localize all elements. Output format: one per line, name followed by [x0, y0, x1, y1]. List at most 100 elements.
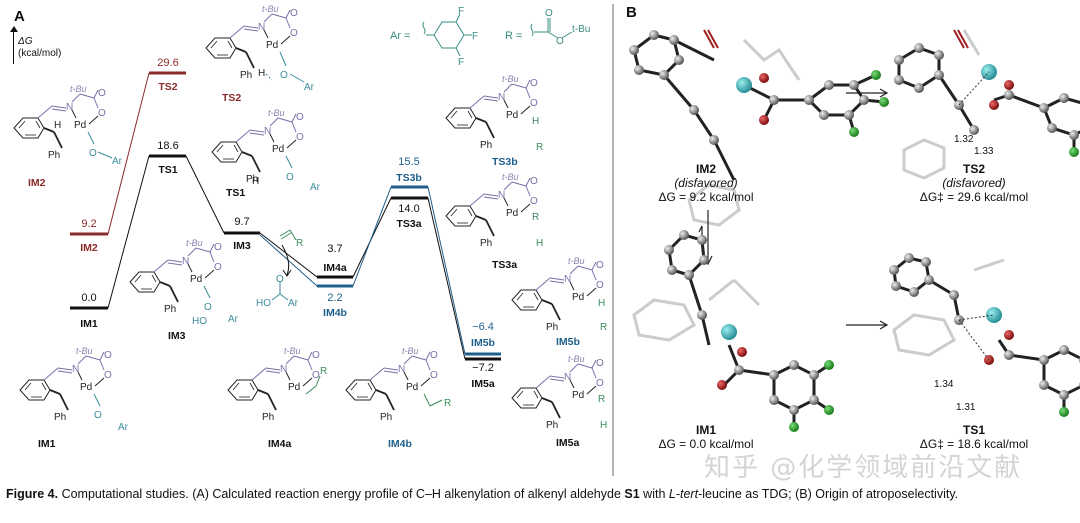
- structure-im3: O HO Ar: [130, 238, 239, 327]
- structure-ts1: O Ar H: [212, 108, 321, 193]
- level-value-im4b: 2.2: [327, 292, 343, 304]
- level-value-im5a: −7.2: [472, 362, 494, 374]
- level-value-im4a: 3.7: [327, 243, 343, 255]
- level-name-im1: IM1: [80, 318, 98, 330]
- model-ts1: 1.34 1.31: [889, 253, 1080, 417]
- svg-text:R: R: [536, 142, 543, 153]
- structure-im5a: R H: [512, 354, 607, 431]
- structure-ts3a: R H: [446, 172, 543, 249]
- caption-ts1: TS1 ΔG‡ = 18.6 kcal/mol: [919, 423, 1029, 451]
- caption-im2: IM2 (disfavored) ΔG = 9.2 kcal/mol: [658, 162, 754, 204]
- level-value-ts1: 18.6: [157, 140, 179, 152]
- level-value-ts2: 29.6: [157, 57, 179, 69]
- svg-text:HO: HO: [192, 316, 207, 327]
- level-name-im5b: IM5b: [471, 337, 495, 349]
- structure-im1: O Ar: [20, 346, 129, 433]
- svg-text:O: O: [280, 70, 288, 81]
- panel-b-letter: B: [626, 4, 637, 21]
- structure-label-im3: IM3: [168, 330, 186, 342]
- level-name-im3: IM3: [233, 240, 251, 252]
- energy-profile-plot: [70, 71, 501, 361]
- svg-text:Ar: Ar: [112, 156, 123, 167]
- svg-text:R: R: [320, 366, 327, 377]
- structure-ts3b: H R: [446, 74, 543, 153]
- level-value-im3: 9.7: [234, 216, 250, 228]
- svg-text:Ar: Ar: [118, 422, 129, 433]
- level-name-im5a: IM5a: [471, 378, 495, 390]
- structure-im2: O Ar H: [14, 84, 123, 167]
- structure-label-im4a: IM4a: [268, 438, 292, 450]
- structure-ts2: O Ar H: [206, 4, 315, 93]
- model-im2: [629, 29, 889, 227]
- svg-text:O: O: [545, 8, 553, 19]
- svg-text:1.34: 1.34: [934, 379, 954, 390]
- structure-label-ts1: TS1: [226, 187, 245, 199]
- level-value-im2: 9.2: [81, 218, 97, 230]
- level-name-ts1: TS1: [158, 164, 178, 176]
- structure-label-ts3b: TS3b: [492, 156, 518, 168]
- svg-text:R: R: [532, 212, 539, 223]
- svg-text:O: O: [276, 274, 284, 285]
- structure-label-im1: IM1: [38, 438, 56, 450]
- caption-im1: IM1 ΔG = 0.0 kcal/mol: [658, 423, 754, 451]
- svg-text:O: O: [94, 410, 102, 421]
- watermark: 知乎 @化学领域前沿文献: [704, 453, 1023, 483]
- svg-text:R: R: [600, 322, 607, 333]
- y-axis-label-units: (kcal/mol): [18, 48, 62, 59]
- level-value-im1: 0.0: [81, 292, 97, 304]
- panel-divider: [612, 4, 614, 476]
- structure-im4a: R: [228, 346, 327, 423]
- structure-label-im2: IM2: [28, 177, 46, 189]
- svg-text:F: F: [458, 6, 464, 17]
- structure-im5b: H R: [512, 256, 607, 333]
- svg-text:Ar: Ar: [304, 82, 315, 93]
- svg-text:1.33: 1.33: [974, 146, 994, 157]
- svg-text:Ar: Ar: [228, 314, 239, 325]
- structure-im4b: R: [346, 346, 451, 423]
- svg-text:Ar: Ar: [310, 182, 321, 193]
- level-name-ts3a: TS3a: [396, 218, 422, 230]
- svg-text:H: H: [598, 298, 605, 309]
- svg-text:O: O: [556, 36, 564, 46]
- svg-text:1.32: 1.32: [954, 134, 974, 145]
- svg-text:HO: HO: [256, 298, 271, 309]
- structure-label-ts3a: TS3a: [492, 259, 517, 271]
- level-name-im4b: IM4b: [323, 307, 347, 319]
- chemical-structures: N Pd O O t-Bu Ph O Ar H IM2 O Ar H TS2 O…: [0, 0, 607, 450]
- svg-text:H: H: [532, 116, 539, 127]
- r-tbu-ester-icon: O O t-Bu: [530, 8, 590, 46]
- level-name-im2: IM2: [80, 242, 98, 254]
- svg-text:F: F: [458, 57, 464, 66]
- svg-text:H: H: [600, 420, 607, 431]
- level-value-im5b: −6.4: [472, 321, 494, 333]
- molecular-models: 1.32 1.33: [629, 29, 1080, 432]
- level-value-ts3b: 15.5: [398, 156, 420, 168]
- svg-text:R: R: [296, 238, 303, 249]
- svg-text:O: O: [204, 302, 212, 313]
- svg-text:H: H: [54, 120, 61, 131]
- legend-r-label: R =: [505, 30, 523, 42]
- y-axis-label-symbol: ΔG: [18, 36, 33, 47]
- structure-label-im5b: IM5b: [556, 336, 580, 348]
- svg-text:t-Bu: t-Bu: [572, 24, 590, 35]
- svg-text:Ar: Ar: [288, 298, 299, 309]
- svg-text:F: F: [472, 31, 478, 42]
- svg-text:H: H: [258, 68, 265, 79]
- svg-text:O: O: [89, 148, 97, 159]
- svg-text:H: H: [252, 176, 259, 187]
- figure-caption: Figure 4. Computational studies. (A) Cal…: [6, 487, 959, 501]
- level-name-ts3b: TS3b: [396, 172, 422, 184]
- panel-a-letter: A: [14, 8, 25, 25]
- aryl-trifluorophenyl-icon: F F F: [422, 6, 478, 66]
- structure-label-im5a: IM5a: [556, 437, 580, 449]
- level-value-ts3a: 14.0: [398, 203, 420, 215]
- svg-text:H: H: [536, 238, 543, 249]
- svg-text:R: R: [598, 394, 605, 405]
- model-im1: [632, 230, 834, 432]
- structure-label-im4b: IM4b: [388, 438, 412, 450]
- model-ts2: 1.32 1.33: [894, 29, 1080, 180]
- caption-ts2: TS2 (disfavored) ΔG‡ = 29.6 kcal/mol: [919, 162, 1029, 204]
- svg-text:O: O: [286, 172, 294, 183]
- level-name-im4a: IM4a: [323, 262, 347, 274]
- svg-text:1.31: 1.31: [956, 402, 976, 413]
